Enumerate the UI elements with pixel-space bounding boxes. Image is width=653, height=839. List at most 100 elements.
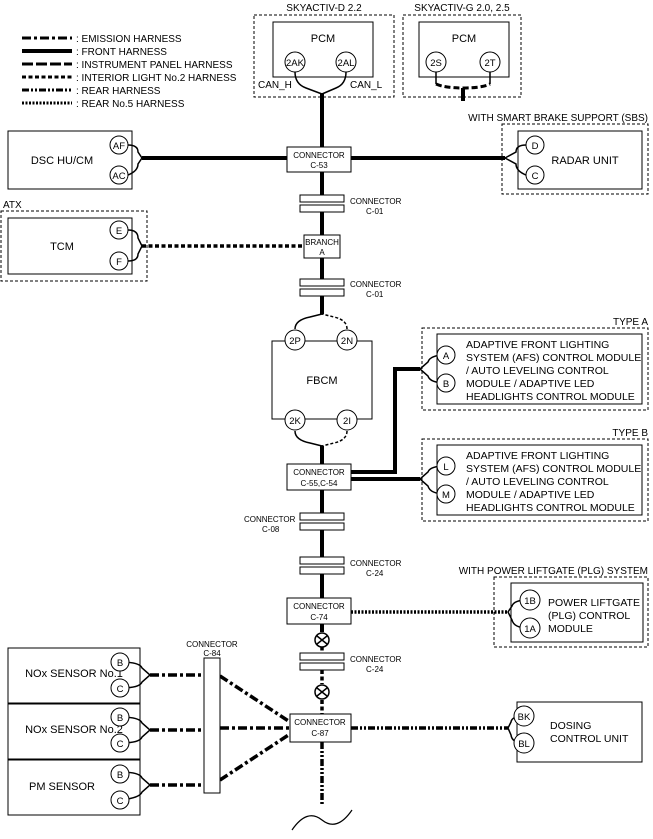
plg-line-1: POWER LIFTGATE [548,597,640,609]
c24-bot-bar-b [299,662,345,671]
branch-box [303,234,341,259]
pin-2n-label: 2N [341,336,353,347]
pin-pm-b [110,764,130,784]
pin-1a-label: 1A [524,624,536,635]
pin-m [436,484,456,504]
plg-line-2: (PLG) CONTROL [548,610,630,622]
pcm-d-box [272,21,374,78]
pin-l-label: L [443,462,448,473]
fbcm-bot-lead-l [294,430,323,447]
twisted-pair-icon [314,632,330,648]
atx-group [0,210,148,282]
nox1-pin-lead [119,661,152,689]
pm-box [7,759,141,816]
c01-top-id: C-01 [366,207,384,216]
nox1-box [7,647,141,704]
type-b-label: TYPE B [612,428,648,439]
pcm-g-name: PCM [452,33,476,45]
pin-2i-label: 2I [343,416,351,427]
afs-b-box [436,444,643,516]
nox2-box [7,703,141,760]
c74-id: C-74 [310,613,328,622]
pin-b-afs-label: B [443,379,449,390]
c24-bot-title: CONNECTOR [350,655,402,664]
pcm-d-branch-h [294,71,323,95]
skyactiv-g-group [402,14,522,98]
pin-2al-label: 2AL [338,58,355,69]
radar-box [517,130,643,190]
pin-2s-label: 2S [430,58,442,69]
pin-f-label: F [116,257,122,268]
c55-title: CONNECTOR [293,468,345,477]
pin-bk-label: BK [518,712,531,723]
pin-l [436,456,456,476]
c55-box [286,463,352,491]
c08-bar-a [299,512,345,521]
pin-2k-label: 2K [289,416,301,427]
c84-box [203,657,221,794]
pin-a-label: A [443,351,450,362]
plg-box [510,582,644,643]
plg-group [493,576,649,648]
pin-2s [425,51,447,73]
tcm-name: TCM [50,241,74,253]
c01-bot-bar-a [299,278,345,287]
c24-bot-bar-a [299,652,345,661]
c74-title: CONNECTOR [293,602,345,611]
atx-label: ATX [3,200,22,211]
pin-af [109,135,129,155]
pin-af-label: AF [113,141,125,152]
pin-1b [519,589,541,611]
c24-top-bar-b [299,566,345,575]
afs-b-line-2: SYSTEM (AFS) CONTROL MODULE [466,463,641,475]
pin-c-radar-label: C [532,171,539,182]
c08-title: CONNECTOR [244,515,296,524]
c87-title: CONNECTOR [294,718,346,727]
pin-nox1-b [110,652,130,672]
pin-ac [109,165,129,185]
tcm-pin-lead [127,229,143,262]
c84-id: C-84 [203,649,221,658]
afs-b-line-5: HEADLIGHTS CONTROL MODULE [466,502,635,514]
wire-c84-c87-a [219,674,291,724]
pin-b-afs [436,373,456,393]
c01-bot-bar-b [299,288,345,297]
dosing-box [516,701,643,763]
pin-ac-label: AC [112,171,125,182]
pin-e [109,220,129,240]
twisted-pair-icon [314,684,330,700]
afs-a-line-2: SYSTEM (AFS) CONTROL MODULE [466,352,641,364]
dsc-box [7,130,133,190]
legend-rear: : REAR HARNESS [76,86,161,97]
continuation-wave [291,809,353,831]
branch-id: A [319,248,325,257]
pin-2k [284,409,306,431]
wire-pcm-g-pins [435,82,491,90]
type-a-group [421,327,649,411]
c24-bot-id: C-24 [366,665,384,674]
c53-id: C-53 [310,161,328,170]
pin-1b-label: 1B [524,596,536,607]
c87-box [289,713,352,743]
legend-instrument: : INSTRUMENT PANEL HARNESS [76,60,233,71]
afs-a-line-5: HEADLIGHTS CONTROL MODULE [466,391,635,403]
branch-title: BRANCH [305,238,339,247]
fbcm-bot-lead-r [321,430,348,447]
sbs-label: WITH SMART BRAKE SUPPORT (SBS) [468,113,648,124]
pin-a [436,345,456,365]
pin-2ak [284,51,306,73]
afs-b-line-1: ADAPTIVE FRONT LIGHTING [466,450,609,462]
wire-c84-c87-c [219,732,291,782]
pm-pin-lead [119,771,152,801]
pin-bk [513,705,535,727]
c01-top-bar-b [299,204,345,213]
pin-d-label: D [532,141,539,152]
pin-2n [336,329,358,351]
radar-name: RADAR UNIT [551,155,619,167]
pin-2p-label: 2P [289,336,301,347]
pin-nox2-b [110,707,130,727]
wire-c55-afs-a [351,367,420,474]
afs-a-line-3: / AUTO LEVELING CONTROL [466,365,609,377]
c08-id: C-08 [262,525,280,534]
